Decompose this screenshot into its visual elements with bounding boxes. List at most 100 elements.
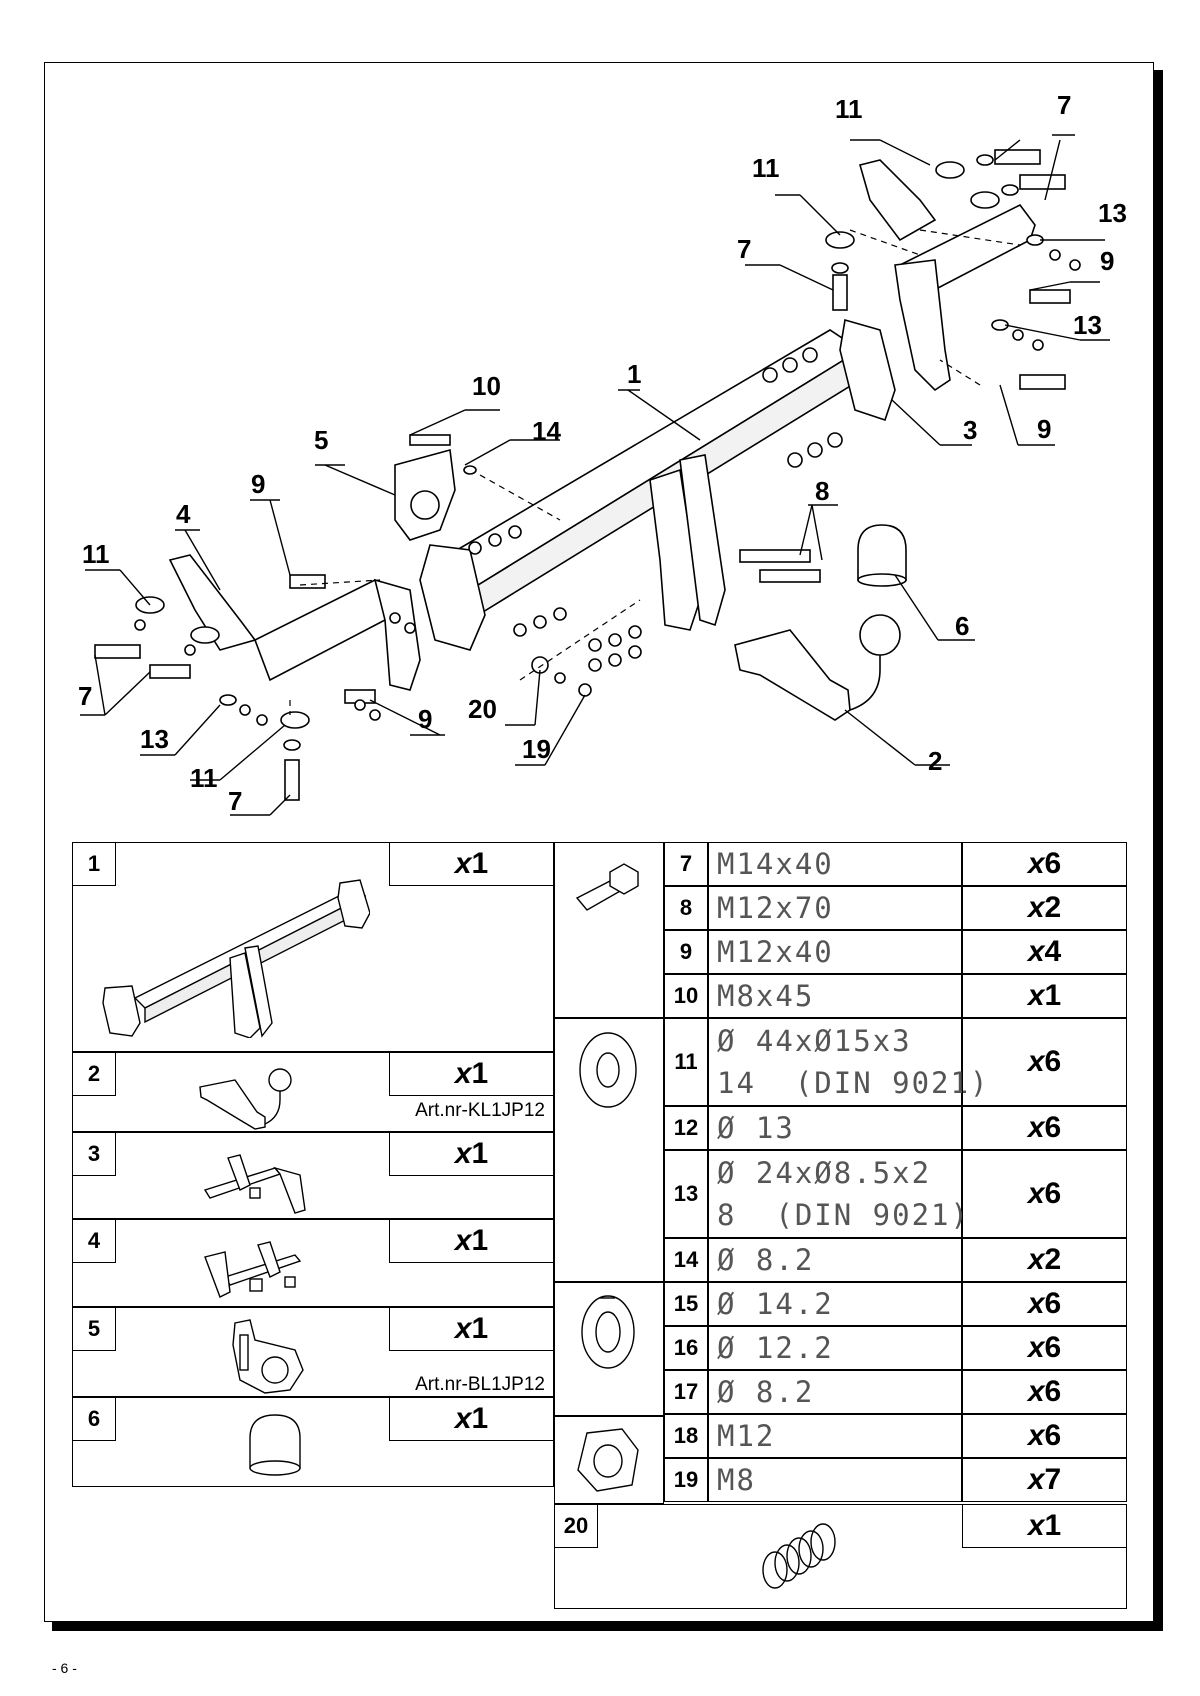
- quantity-value: 2: [1044, 1243, 1062, 1276]
- part-5-row: [72, 1307, 554, 1397]
- quantity-prefix: x: [1027, 979, 1045, 1012]
- spec-line: M8x45: [717, 979, 815, 1013]
- callout-4: 4: [176, 499, 191, 529]
- left-bracket-thumbnail: [204, 1241, 302, 1298]
- washer-icon-cell: [554, 1018, 664, 1282]
- bolt-icon-cell: [554, 842, 664, 1018]
- callout-19: 19: [522, 734, 551, 764]
- quantity-value: 6: [1044, 1177, 1062, 1210]
- part-12-number: 12: [664, 1106, 708, 1150]
- part-13-spec: Ø 24xØ8.5x2 8 (DIN 9021): [708, 1150, 970, 1238]
- page-number: - 6 -: [52, 1660, 77, 1676]
- quantity-value: 6: [1044, 1045, 1062, 1078]
- exploded-assembly-diagram: 1 2 3 4 5 6 7 7 7 7 8 9 9 9 9 10 11 11 1…: [78, 90, 1127, 816]
- part-12-spec: Ø 13: [708, 1106, 962, 1150]
- socket-plate-thumbnail: [232, 1319, 304, 1394]
- part-4-number: 4: [72, 1219, 116, 1263]
- callout-9-bottom: 9: [418, 704, 432, 734]
- ball-cap-thumbnail: [249, 1414, 301, 1476]
- callout-14: 14: [532, 416, 561, 446]
- spring-washer-icon: [581, 1295, 635, 1369]
- part-6-row: [72, 1397, 554, 1487]
- spec-line-2: 8 (DIN 9021): [717, 1198, 970, 1232]
- part-2-number: 2: [72, 1052, 116, 1096]
- frame-shadow-right: [1154, 70, 1163, 1631]
- callout-9-right-bottom: 9: [1037, 414, 1051, 444]
- quantity-value: 6: [1044, 1331, 1062, 1364]
- quantity-prefix: x: [1027, 1419, 1045, 1452]
- quantity-prefix: x: [1027, 1111, 1045, 1144]
- part-7-spec: M14x40: [708, 842, 962, 886]
- part-9-spec: M12x40: [708, 930, 962, 974]
- part-10-number: 10: [664, 974, 708, 1018]
- callout-8: 8: [815, 476, 829, 506]
- callout-7-mid: 7: [737, 234, 751, 264]
- callout-11-mid: 11: [752, 153, 780, 183]
- spec-line: Ø 12.2: [717, 1331, 834, 1365]
- quantity-prefix: x: [1027, 1243, 1045, 1276]
- left-bracket-drawing: [168, 554, 421, 691]
- socket-plate-drawing: [394, 448, 456, 541]
- frame-shadow-bottom: [52, 1622, 1163, 1631]
- quantity-value: 6: [1044, 1287, 1062, 1320]
- part-6-number: 6: [72, 1397, 116, 1441]
- part-17-number: 17: [664, 1370, 708, 1414]
- callout-13-top: 13: [1098, 198, 1127, 228]
- part-8-number: 8: [664, 886, 708, 930]
- quantity-prefix: x: [1027, 847, 1045, 880]
- nut-icon: [577, 1428, 639, 1492]
- part-14-spec: Ø 8.2: [708, 1238, 962, 1282]
- part-4-row: [72, 1219, 554, 1307]
- part-2-article-number: Art.nr-KL1JP12: [415, 1100, 545, 1121]
- part-1-number: 1: [72, 842, 116, 886]
- callout-10: 10: [472, 371, 501, 401]
- spec-line: M12x70: [717, 891, 834, 925]
- spec-line-2: 14 (DIN 9021): [717, 1066, 990, 1100]
- tow-ball-drawing: [734, 614, 901, 721]
- quantity-prefix: x: [1027, 1463, 1045, 1496]
- spec-line: M14x40: [717, 847, 834, 881]
- callout-7-bottom: 7: [228, 786, 242, 816]
- quantity-prefix: x: [1027, 1331, 1045, 1364]
- callout-11-left: 11: [82, 539, 110, 569]
- crossbar-drawing: [419, 318, 896, 651]
- spring-icon: [762, 1523, 836, 1589]
- part-19-number: 19: [664, 1458, 708, 1502]
- part-15-spec: Ø 14.2: [708, 1282, 962, 1326]
- part-13-number: 13: [664, 1150, 708, 1238]
- spec-line: Ø 13: [717, 1111, 795, 1145]
- part-20-number: 20: [554, 1504, 598, 1548]
- ball-cap-drawing: [857, 524, 907, 587]
- callout-5: 5: [314, 425, 328, 455]
- part-5-article-number: Art.nr-BL1JP12: [415, 1374, 545, 1395]
- quantity-prefix: x: [1027, 891, 1045, 924]
- part-19-spec: M8: [708, 1458, 962, 1502]
- callout-3: 3: [963, 415, 977, 445]
- callout-7-top: 7: [1057, 90, 1071, 120]
- spring-washer-icon-cell: [554, 1282, 664, 1416]
- spec-line: Ø 44xØ15x3: [717, 1024, 912, 1058]
- spec-line: M12: [717, 1419, 776, 1453]
- quantity-value: 1: [1044, 979, 1062, 1012]
- callout-11-bottom: 11: [190, 763, 218, 793]
- spec-line: Ø 24xØ8.5x2: [717, 1156, 932, 1190]
- part-17-spec: Ø 8.2: [708, 1370, 962, 1414]
- crossbar-thumbnail: [102, 879, 370, 1038]
- right-bracket-thumbnail: [203, 1154, 306, 1214]
- part-8-spec: M12x70: [708, 886, 962, 930]
- quantity-value: 6: [1044, 1111, 1062, 1144]
